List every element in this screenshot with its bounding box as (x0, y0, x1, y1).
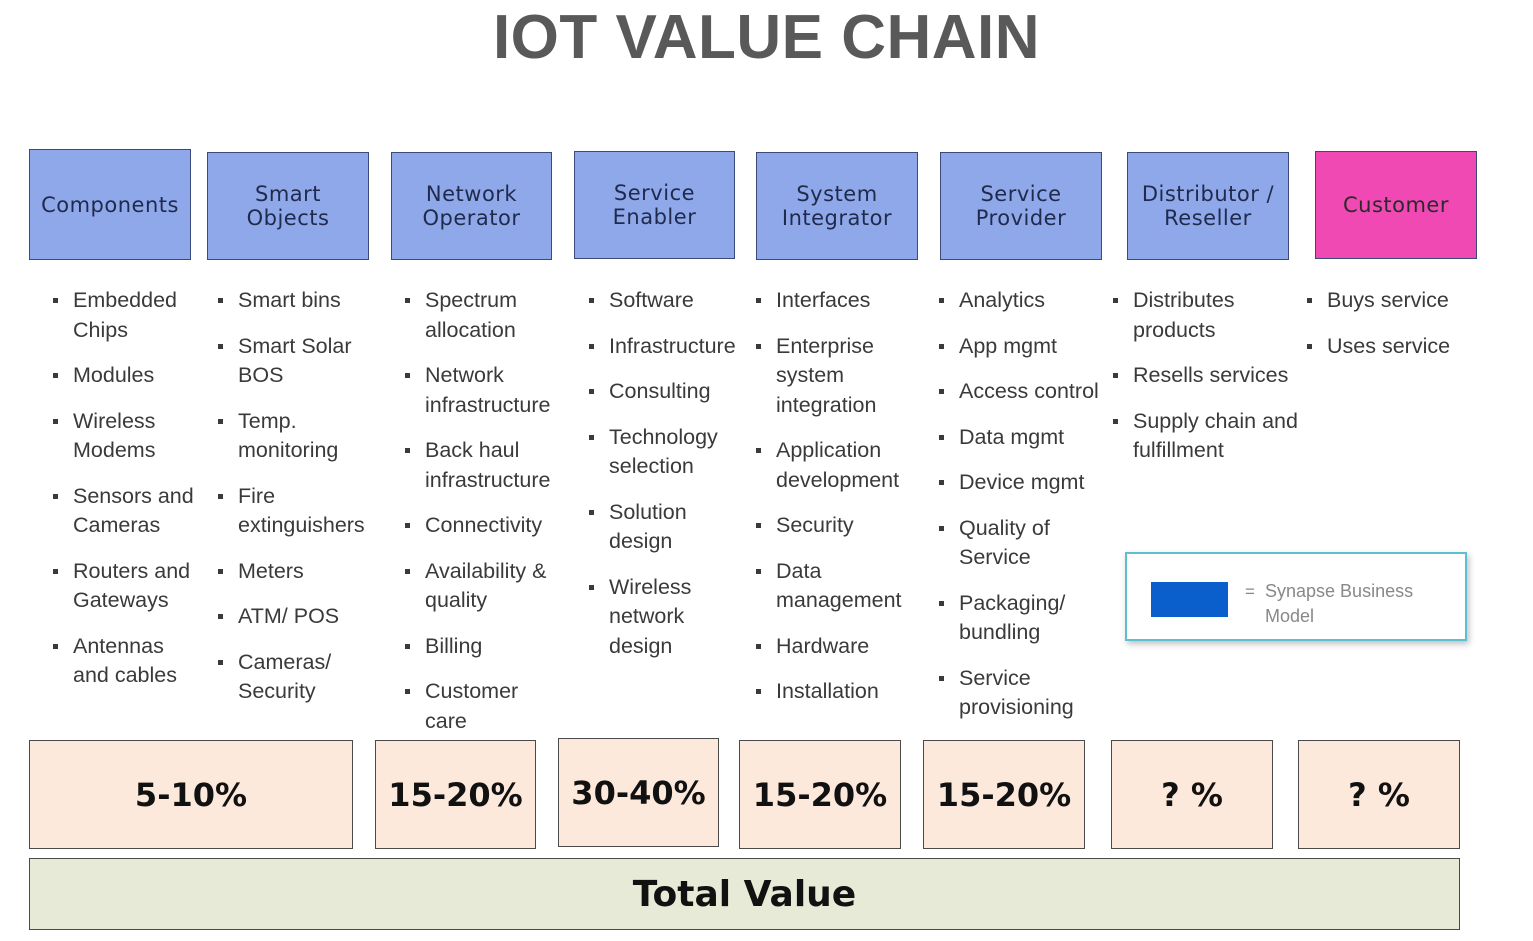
list-item: Buys service (1307, 286, 1477, 316)
header-smart-objects: Smart Objects (207, 152, 369, 260)
header-label: Service Provider (975, 182, 1067, 230)
list-item: Technology selection (589, 423, 739, 482)
list-item: Access control (939, 377, 1104, 407)
list-item: Cameras/ Security (218, 648, 368, 707)
header-customer: Customer (1315, 151, 1477, 259)
list-item: Packaging/ bundling (939, 589, 1104, 648)
list-item: Data mgmt (939, 423, 1104, 453)
list-item: Device mgmt (939, 468, 1104, 498)
list-item: Software (589, 286, 739, 316)
list-item: Consulting (589, 377, 739, 407)
list-item: Smart Solar BOS (218, 332, 368, 391)
list-item: Network infrastructure (405, 361, 565, 420)
list-item: Enterprise system integration (756, 332, 916, 421)
list-item: Availability & quality (405, 557, 565, 616)
header-distributor-reseller: Distributor / Reseller (1127, 152, 1289, 260)
percent-box-customer: ? % (1298, 740, 1460, 849)
legend-swatch (1151, 582, 1228, 617)
list-item: Connectivity (405, 511, 565, 541)
list-item: Wireless network design (589, 573, 739, 662)
list-item: Back haul infrastructure (405, 436, 565, 495)
header-label: Components (41, 192, 179, 217)
header-network-operator: Network Operator (391, 152, 552, 260)
list-item: App mgmt (939, 332, 1104, 362)
header-label: Customer (1342, 193, 1449, 217)
list-item: Application development (756, 436, 916, 495)
list-item: Sensors and Cameras (53, 482, 203, 541)
header-label: Service Enabler (612, 181, 697, 229)
list-item: Smart bins (218, 286, 368, 316)
header-label: Smart Objects (246, 182, 330, 230)
list-item: Data management (756, 557, 916, 616)
list-item: Solution design (589, 498, 739, 557)
list-item: Spectrum allocation (405, 286, 565, 345)
legend-equals: = (1245, 582, 1255, 601)
percent-box-system-integrator: 15-20% (739, 740, 901, 849)
list-item: Service provisioning (939, 664, 1104, 723)
list-item: Customer care (405, 677, 565, 736)
list-item: Security (756, 511, 916, 541)
legend: = Synapse Business Model (1125, 552, 1467, 641)
list-item: Resells services (1113, 361, 1298, 391)
header-system-integrator: System Integrator (756, 152, 918, 260)
percent-box-distributor: ? % (1111, 740, 1273, 849)
list-item: Fire extinguishers (218, 482, 368, 541)
legend-label: Synapse Business Model (1265, 581, 1414, 626)
list-item: Antennas and cables (53, 632, 203, 691)
header-components: Components (29, 149, 191, 260)
list-item: Interfaces (756, 286, 916, 316)
percent-box-service-provider: 15-20% (923, 740, 1085, 849)
header-label: Network Operator (422, 182, 521, 230)
percent-box-network-operator: 15-20% (375, 740, 536, 849)
list-item: ATM/ POS (218, 602, 368, 632)
list-item: Embedded Chips (53, 286, 203, 345)
percent-box-service-enabler: 30-40% (558, 738, 719, 847)
list-item: Routers and Gateways (53, 557, 203, 616)
header-label: System Integrator (781, 182, 893, 230)
header-label: Distributor / Reseller (1141, 182, 1275, 230)
list-item: Installation (756, 677, 916, 707)
percent-box-components: 5-10% (29, 740, 353, 849)
list-item: Supply chain and fulfillment (1113, 407, 1298, 466)
list-item: Wireless Modems (53, 407, 203, 466)
list-item: Modules (53, 361, 203, 391)
total-value-bar: Total Value (29, 858, 1460, 930)
header-service-enabler: Service Enabler (574, 151, 735, 259)
list-item: Meters (218, 557, 368, 587)
list-item: Analytics (939, 286, 1104, 316)
list-item: Uses service (1307, 332, 1477, 362)
page-title: IOT VALUE CHAIN (492, 3, 1041, 72)
list-item: Hardware (756, 632, 916, 662)
list-item: Distributes products (1113, 286, 1298, 345)
list-item: Billing (405, 632, 565, 662)
list-item: Quality of Service (939, 514, 1104, 573)
list-item: Infrastructure (589, 332, 739, 362)
list-item: Temp. monitoring (218, 407, 368, 466)
header-service-provider: Service Provider (940, 152, 1102, 260)
